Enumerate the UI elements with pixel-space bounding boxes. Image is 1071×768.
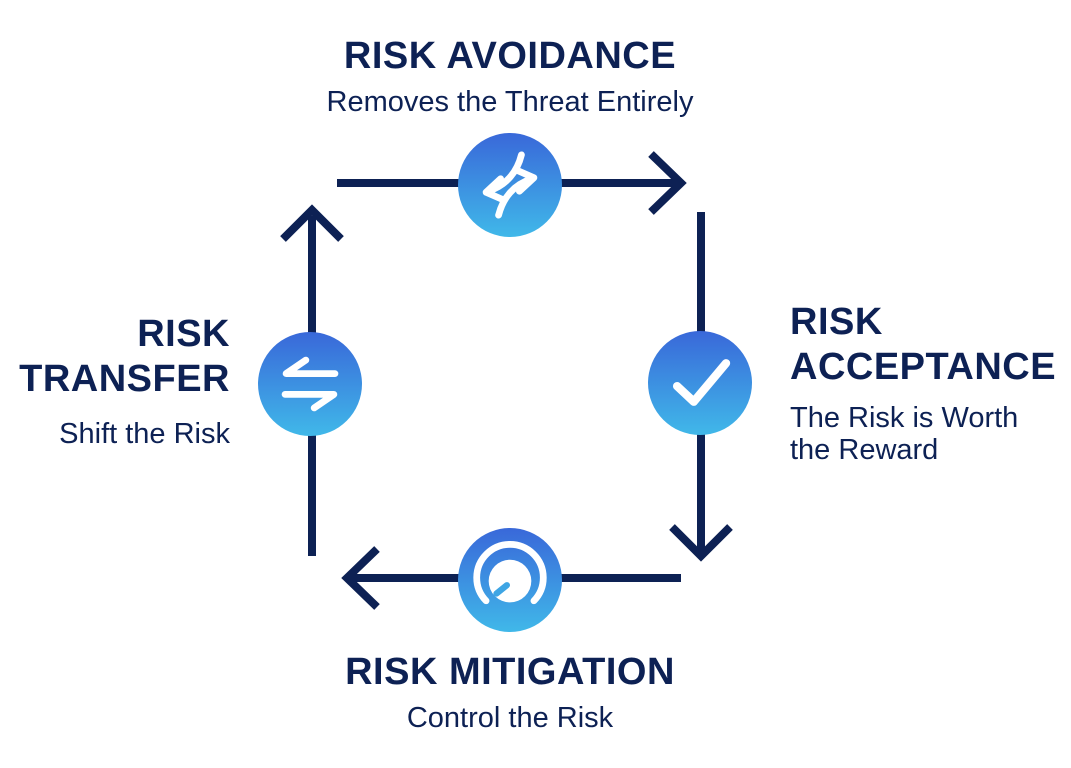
transfer-subtitle: Shift the Risk (59, 418, 230, 450)
avoidance-node: RISK AVOIDANCE Removes the Threat Entire… (160, 34, 860, 118)
transfer-arrows-icon (281, 356, 339, 412)
acceptance-title: RISK ACCEPTANCE (790, 301, 1057, 388)
mitigation-node: RISK MITIGATION Control the Risk (160, 650, 860, 734)
acceptance-icon-circle (648, 331, 752, 435)
avoidance-subtitle: Removes the Threat Entirely (326, 86, 694, 118)
gauge-knob-icon (473, 541, 547, 605)
diverging-arrows-icon (482, 151, 538, 219)
checkmark-icon (672, 359, 731, 406)
acceptance-subtitle: The Risk is Worth the Reward (790, 402, 1019, 466)
mitigation-subtitle: Control the Risk (406, 702, 614, 734)
transfer-node: RISK TRANSFER Shift the Risk (0, 312, 230, 450)
transfer-title: RISK TRANSFER (19, 313, 230, 400)
transfer-icon-circle (258, 332, 362, 436)
acceptance-node: RISK ACCEPTANCE The Risk is Worth the Re… (790, 300, 1057, 466)
mitigation-title: RISK MITIGATION (345, 651, 675, 693)
mitigation-icon-circle (458, 528, 562, 632)
avoidance-icon-circle (458, 133, 562, 237)
avoidance-title: RISK AVOIDANCE (343, 35, 677, 77)
